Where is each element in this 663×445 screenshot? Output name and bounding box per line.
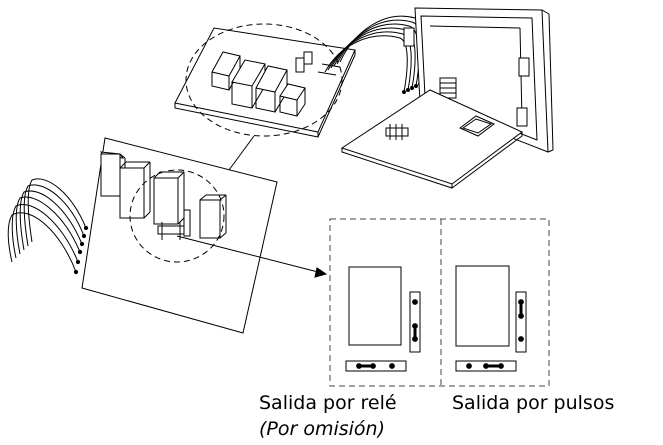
relay-block	[199, 194, 227, 239]
relay-block	[153, 171, 185, 225]
ribbon-cable-left	[7, 178, 87, 273]
relay-board-top	[174, 27, 356, 138]
magnifier-circle-board	[129, 169, 225, 263]
base-board	[340, 89, 523, 189]
pulse-output-caption: Salida por pulsos	[452, 392, 615, 414]
pulse-option-diagram	[455, 265, 527, 372]
relay-option-diagram	[345, 266, 421, 372]
relay-output-caption: Salida por relé	[259, 392, 397, 414]
relay-block	[279, 83, 306, 117]
meter-housing	[403, 7, 554, 153]
magnifier-circle-top	[185, 23, 343, 137]
enlarged-board	[73, 137, 278, 334]
relay-block	[255, 65, 288, 113]
relay-block	[119, 161, 151, 219]
jumper-options	[329, 218, 550, 387]
default-note-caption: (Por omisión)	[259, 418, 386, 440]
